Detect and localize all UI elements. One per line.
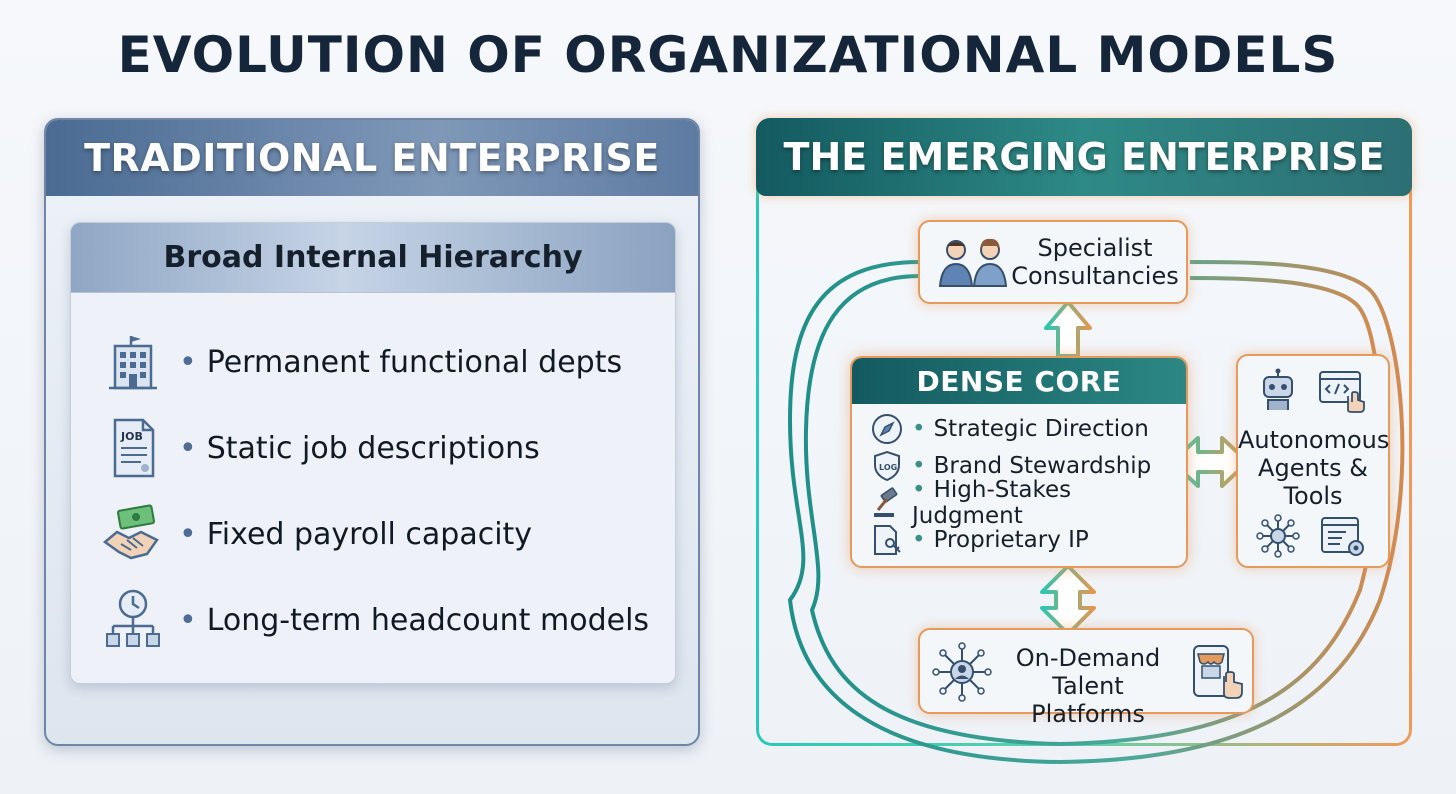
list-item-text: Brand Stewardship — [933, 452, 1152, 479]
list-item-text: Proprietary IP — [933, 526, 1089, 553]
logo-shield-icon: LOG — [874, 450, 900, 481]
list-item-text: Long-term headcount models — [206, 602, 650, 638]
network-person-icon — [932, 642, 992, 702]
autonomous-agents-node: Autonomous Agents & Tools — [1236, 354, 1390, 568]
dense-core-card: DENSE CORE •Strategic Direction LOG •Bra… — [850, 356, 1188, 568]
dense-core-list: •Strategic Direction LOG •Brand Stewards… — [870, 410, 1186, 558]
hierarchy-list: •Permanent functional depts JOB •Static … — [101, 319, 661, 663]
list-item-text: Static job descriptions — [206, 430, 540, 466]
list-item: •Permanent functional depts — [101, 319, 661, 405]
traditional-header: TRADITIONAL ENTERPRISE — [46, 120, 698, 196]
people-icon — [938, 238, 1008, 287]
hierarchy-title: Broad Internal Hierarchy — [71, 223, 675, 293]
network-gear-icon — [1256, 514, 1300, 558]
svg-text:JOB: JOB — [120, 430, 143, 443]
list-item: LOG •Brand Stewardship — [870, 447, 1186, 484]
compass-icon — [872, 413, 902, 444]
agents-line3: Tools — [1283, 482, 1343, 510]
list-item-text: Strategic Direction — [933, 415, 1149, 442]
gavel-icon — [874, 486, 898, 517]
office-building-icon — [109, 336, 157, 390]
arrow-up — [1044, 300, 1092, 358]
job-document-icon: JOB — [113, 418, 155, 478]
agents-line1: Autonomous — [1238, 426, 1390, 454]
storefront-phone-icon — [1193, 645, 1243, 699]
list-item-text: Permanent functional depts — [206, 344, 623, 380]
list-item: •Proprietary IP — [870, 521, 1186, 558]
traditional-enterprise-panel: TRADITIONAL ENTERPRISE Broad Internal Hi… — [44, 118, 700, 746]
handshake-money-icon — [102, 504, 159, 560]
orbit-ring-inner — [803, 274, 1382, 747]
orbit-ring-outer — [787, 260, 1405, 765]
list-item-text: Fixed payroll capacity — [206, 516, 533, 552]
talent-line1: On-Demand — [1015, 644, 1161, 672]
hierarchy-card: Broad Internal Hierarchy •Permanent func… — [70, 222, 676, 684]
consultancies-line1: Specialist — [1037, 234, 1153, 262]
list-item: •Fixed payroll capacity — [101, 491, 661, 577]
svg-text:LOG: LOG — [879, 463, 897, 472]
settings-window-icon — [1321, 517, 1364, 556]
document-key-icon — [874, 524, 901, 555]
list-item: •High-Stakes Judgment — [870, 477, 1186, 529]
dense-core-title: DENSE CORE — [852, 358, 1186, 404]
talent-platforms-node: On-Demand Talent Platforms — [918, 628, 1254, 728]
arrow-up-down — [1040, 564, 1096, 636]
specialist-consultancies-node: Specialist Consultancies — [918, 220, 1188, 304]
agents-line2: Agents & — [1258, 454, 1368, 482]
clock-orgchart-icon — [106, 589, 160, 647]
consultancies-line2: Consultancies — [1011, 262, 1179, 290]
code-window-icon — [1319, 371, 1365, 413]
talent-line2: Talent Platforms — [1031, 672, 1145, 728]
robot-icon — [1263, 368, 1293, 410]
list-item: •Long-term headcount models — [101, 577, 661, 663]
page-title: EVOLUTION OF ORGANIZATIONAL MODELS — [117, 26, 1339, 84]
list-item: JOB •Static job descriptions — [101, 405, 661, 491]
emerging-header: THE EMERGING ENTERPRISE — [756, 118, 1412, 196]
list-item-text: High-Stakes Judgment — [912, 476, 1072, 529]
list-item: •Strategic Direction — [870, 410, 1186, 447]
